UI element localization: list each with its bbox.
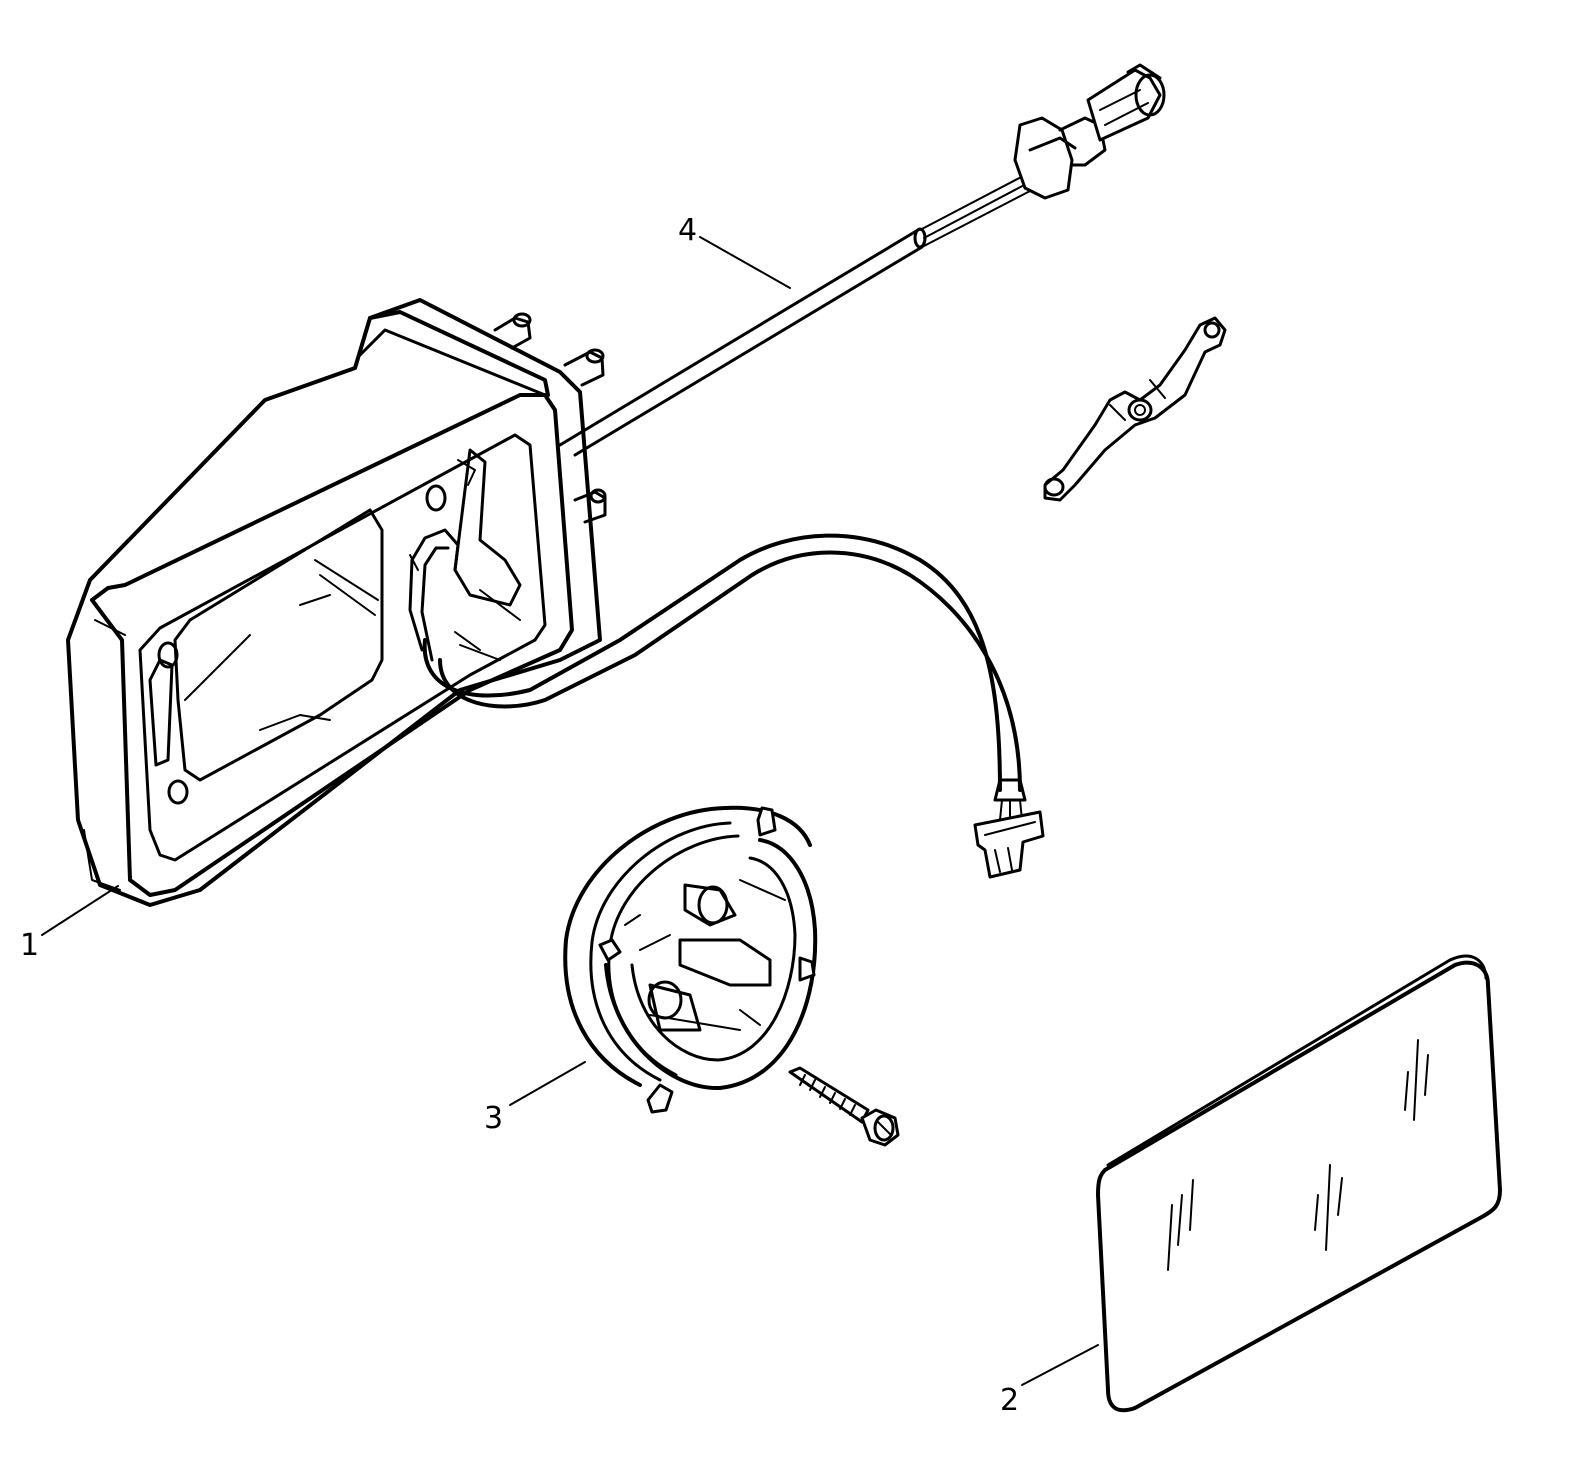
harness-loop: [422, 533, 1045, 879]
callout-3: 3: [484, 1061, 586, 1136]
part-3-actuator-motor: [563, 805, 900, 1147]
callout-label-2: 2: [1000, 1383, 1019, 1418]
callout-label-1: 1: [20, 928, 39, 963]
callout-label-4: 4: [678, 213, 697, 248]
part-1-mirror-housing: [66, 298, 607, 907]
callout-1: 1: [20, 885, 119, 963]
part-4-cable-socket: [558, 63, 1166, 457]
callout-label-3: 3: [484, 1101, 503, 1136]
lever-bracket: [1043, 316, 1227, 502]
callout-4: 4: [678, 213, 791, 289]
callout-2: 2: [1000, 1344, 1099, 1418]
part-2-mirror-glass: [1096, 954, 1502, 1413]
